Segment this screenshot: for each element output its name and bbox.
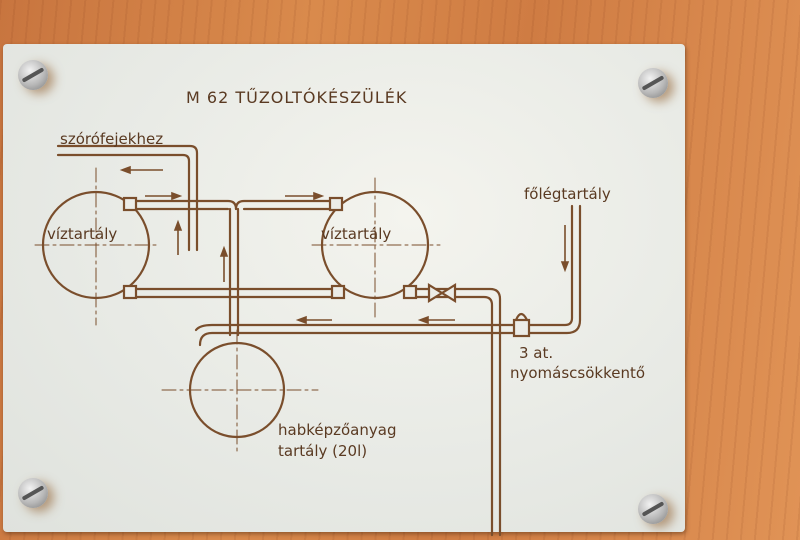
screw-top-left-icon xyxy=(18,60,48,90)
left-tank-bottom-fitting xyxy=(122,284,138,300)
arrow-up-riser xyxy=(219,245,229,282)
arrow-left-air-2 xyxy=(417,315,455,325)
label-sprayheads: szórófejekhez xyxy=(60,130,163,148)
label-right-water-tank: víztartály xyxy=(321,225,391,243)
outlet-fitting xyxy=(402,284,418,300)
left-tank-top-fitting xyxy=(122,196,138,212)
outlet-pipe-top xyxy=(410,287,502,537)
pressure-reducer-handle xyxy=(514,312,529,322)
upper-header-pipe-right-top xyxy=(234,199,334,211)
air-pipe-outer xyxy=(198,204,582,347)
arrow-up-spray xyxy=(173,219,183,255)
right-tank-top-fitting xyxy=(328,196,344,212)
label-pressure-value: 3 at. xyxy=(519,344,553,362)
screw-top-right-icon xyxy=(638,68,668,98)
label-pressure-reducer: nyomáscsökkentő xyxy=(510,364,645,382)
arrow-right-upper-2 xyxy=(285,191,325,201)
label-left-water-tank: víztartály xyxy=(47,225,117,243)
plate-title: M 62 TŰZOLTÓKÉSZÜLÉK xyxy=(186,87,407,107)
screw-bottom-right-icon xyxy=(638,494,668,524)
spray-pipe-outer xyxy=(56,144,199,252)
upper-header-pipe-top xyxy=(130,199,238,211)
pressure-reducer-icon xyxy=(512,318,531,338)
label-main-air-tank: főlégtartály xyxy=(524,185,611,203)
label-foam-tank-line2: tartály (20l) xyxy=(278,442,367,460)
label-foam-tank-line1: habképzőanyag xyxy=(278,421,396,439)
outlet-pipe-bottom xyxy=(410,295,494,537)
valve-icon xyxy=(427,283,457,303)
spray-pipe-inner xyxy=(56,153,191,252)
arrow-right-upper xyxy=(145,191,183,201)
screw-bottom-left-icon xyxy=(18,478,48,508)
right-tank-bottom-fitting xyxy=(330,284,346,300)
air-pipe-inner xyxy=(194,204,574,332)
arrow-to-spray-heads xyxy=(119,165,163,175)
arrow-left-air-1 xyxy=(295,315,332,325)
arrow-down-air xyxy=(560,225,570,273)
